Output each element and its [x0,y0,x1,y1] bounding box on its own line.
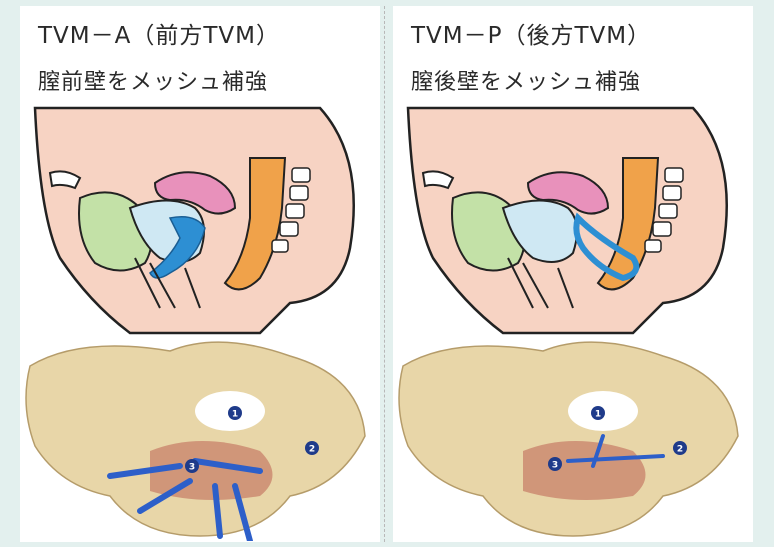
marker-2: 2 [305,441,319,455]
sagittal-diagram-posterior [393,98,753,338]
panel-title: TVM－P（後方TVM） [411,16,741,50]
panel-subtitle: 膣後壁をメッシュ補強 [411,64,741,96]
pelvic-organs [523,441,646,500]
panel-tvm-p: TVM－P（後方TVM） 膣後壁をメッシュ補強 [393,6,753,542]
svg-text:3: 3 [189,463,195,473]
pelvic-bone [399,342,738,536]
svg-text:1: 1 [232,410,238,420]
panel-subtitle: 膣前壁をメッシュ補強 [38,64,368,96]
svg-text:2: 2 [677,445,683,455]
pelvis-illustration-anterior: 1 2 3 [20,336,380,541]
marker-3: 3 [548,457,562,471]
divider [384,6,385,542]
marker-2: 2 [673,441,687,455]
svg-text:2: 2 [309,445,315,455]
panel-tvm-a: TVM－A（前方TVM） 膣前壁をメッシュ補強 [20,6,380,542]
marker-1: 1 [228,406,242,420]
pelvis-illustration-posterior: 1 2 3 [393,336,753,541]
marker-1: 1 [591,406,605,420]
marker-3: 3 [185,459,199,473]
panel-title: TVM－A（前方TVM） [38,16,368,50]
svg-text:1: 1 [595,410,601,420]
svg-text:3: 3 [552,461,558,471]
sagittal-diagram-anterior [20,98,380,338]
pelvic-bone [26,342,365,536]
